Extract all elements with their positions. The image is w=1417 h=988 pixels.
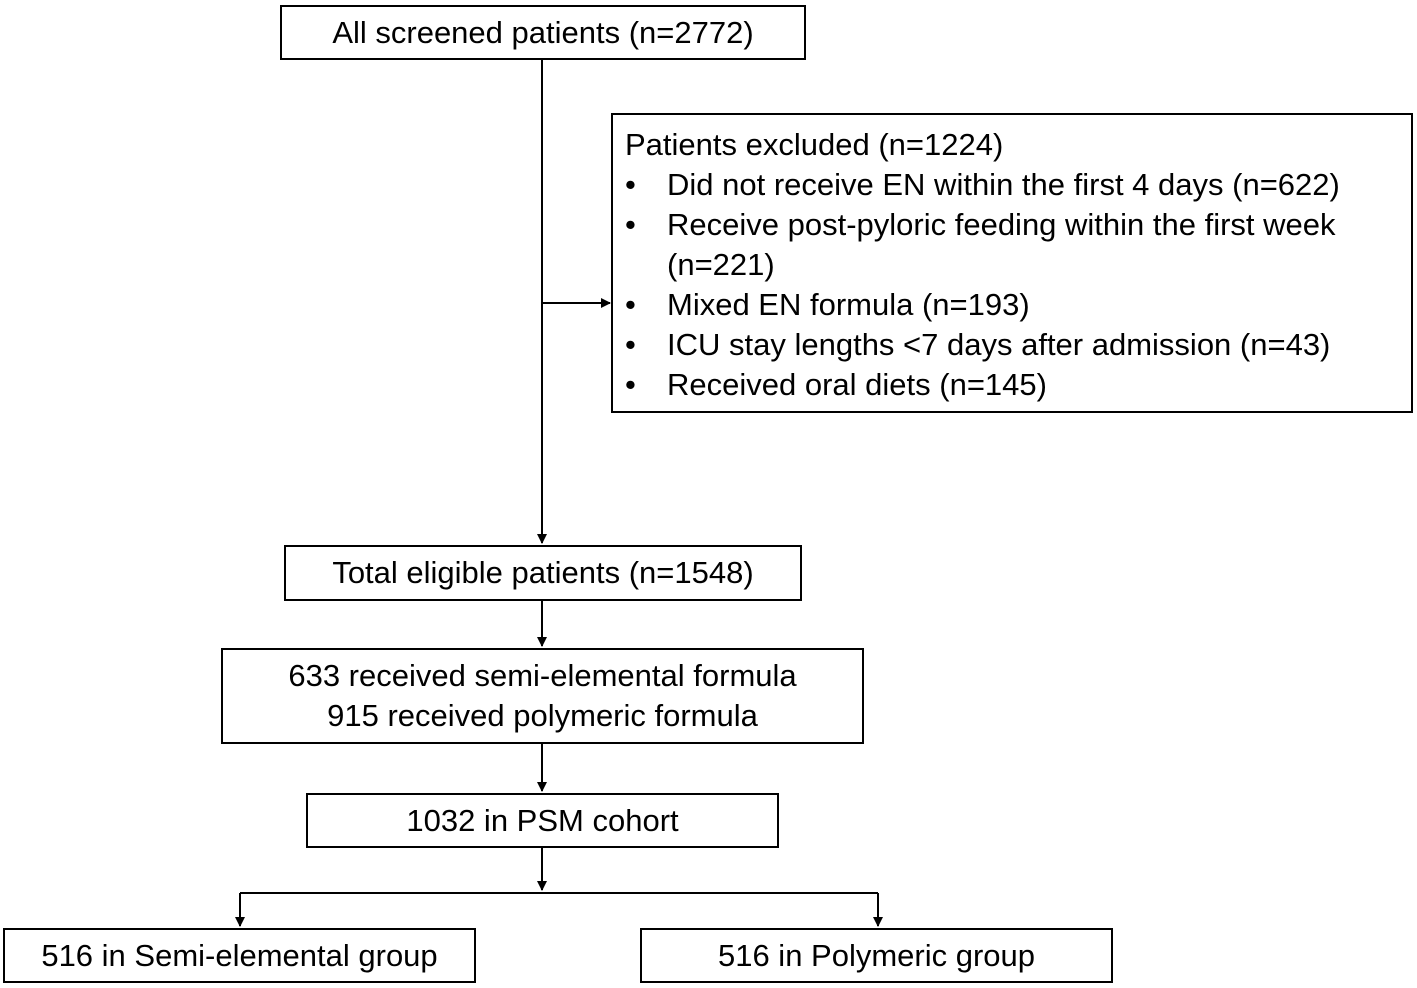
formula-line-semi: 633 received semi-elemental formula: [288, 658, 797, 693]
screened-label: All screened patients (n=2772): [332, 14, 754, 50]
formula-line-poly: 915 received polymeric formula: [327, 698, 758, 733]
poly-group-box: 516 in Polymeric group: [640, 928, 1113, 983]
exclusion-item: Did not receive EN within the first 4 da…: [625, 165, 1340, 205]
exclusion-item: Received oral diets (n=145): [625, 365, 1340, 405]
exclusion-list: Did not receive EN within the first 4 da…: [625, 165, 1340, 405]
excluded-box: Patients excluded (n=1224) Did not recei…: [611, 113, 1413, 413]
semi-group-box: 516 in Semi-elemental group: [3, 928, 476, 983]
formula-box: 633 received semi-elemental formula 915 …: [221, 648, 864, 744]
excluded-title: Patients excluded (n=1224): [625, 127, 1004, 162]
exclusion-item: ICU stay lengths <7 days after admission…: [625, 325, 1340, 365]
exclusion-item: Receive post-pyloric feeding within the …: [625, 205, 1340, 245]
psm-box: 1032 in PSM cohort: [306, 793, 779, 848]
eligible-box: Total eligible patients (n=1548): [284, 545, 802, 601]
eligible-label: Total eligible patients (n=1548): [332, 555, 754, 590]
exclusion-item: Mixed EN formula (n=193): [625, 285, 1340, 325]
poly-group-label: 516 in Polymeric group: [717, 937, 1036, 973]
psm-label: 1032 in PSM cohort: [406, 802, 679, 838]
exclusion-item-continuation: (n=221): [667, 247, 775, 282]
screened-box: All screened patients (n=2772): [280, 5, 806, 60]
semi-group-label: 516 in Semi-elemental group: [41, 937, 438, 973]
